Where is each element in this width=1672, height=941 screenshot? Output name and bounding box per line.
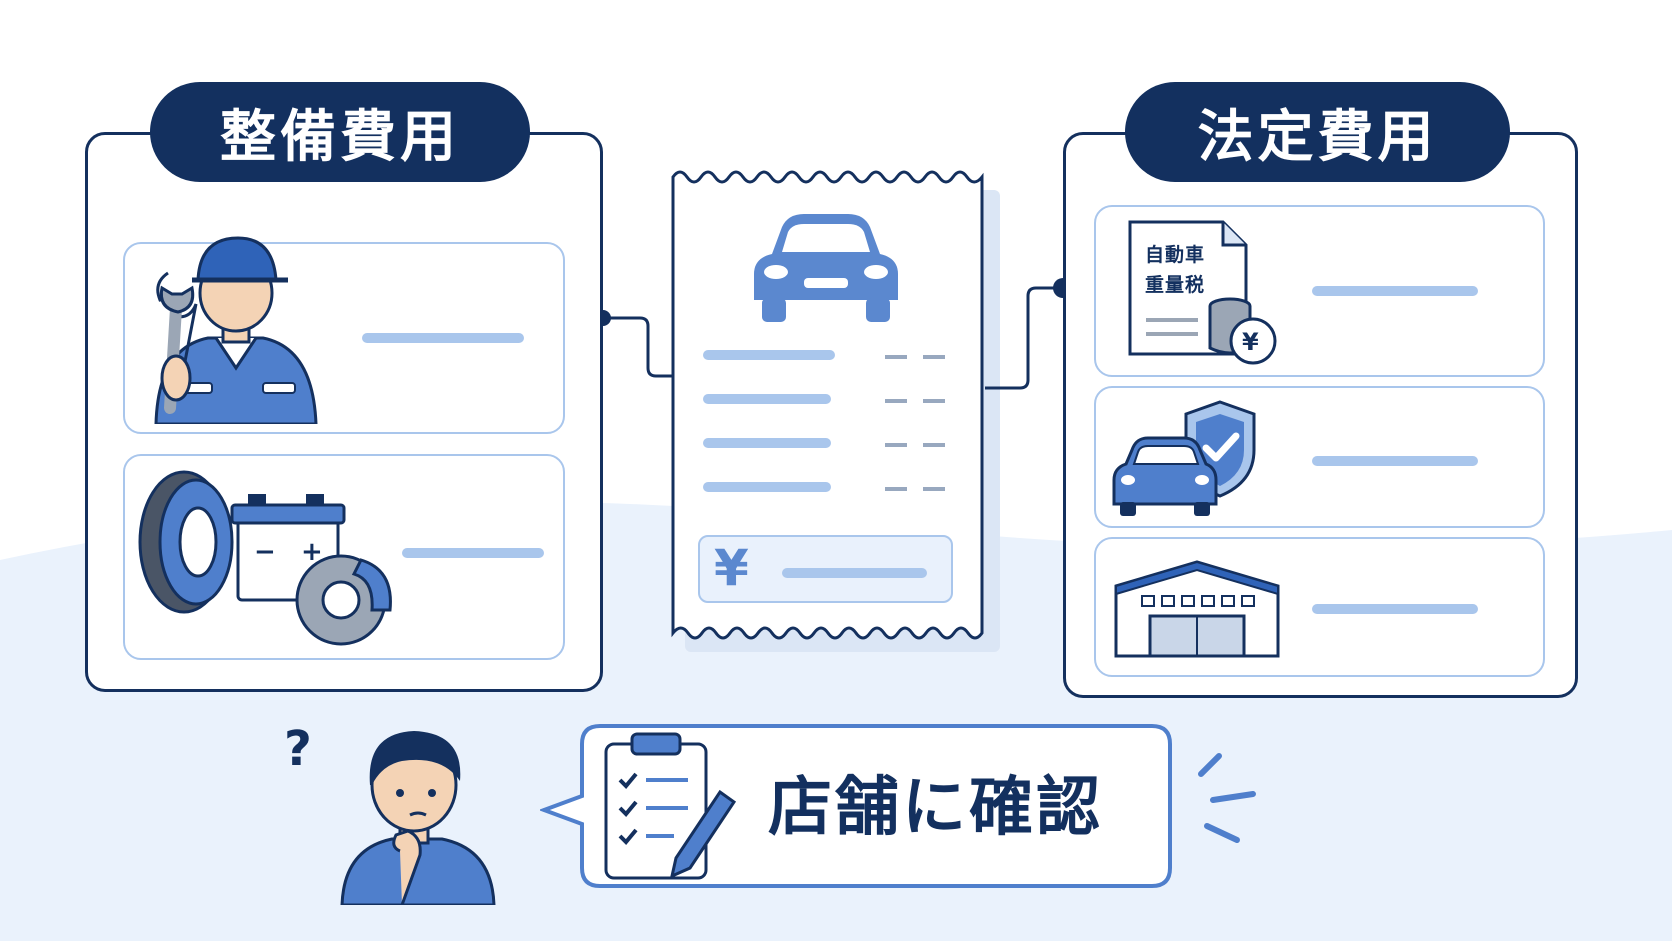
maintenance-item-labor-bar [362,333,524,343]
legal-item-tax-bar [1312,286,1478,296]
receipt-amount-3 [885,443,945,447]
tax-document-label: 自動車重量税 [1145,244,1206,296]
svg-text:−: − [254,537,276,567]
receipt-line-2 [703,394,831,404]
receipt-line-4 [703,482,831,492]
receipt-amount-2 [885,399,945,403]
car-icon [754,214,898,322]
receipt-amount-4 [885,487,945,491]
receipt-total-bar [782,568,927,578]
insured-car-icon [1112,400,1256,516]
mechanic-icon [154,236,318,424]
legal-cost-title: 法定費用 [1125,82,1510,182]
maintenance-item-parts-bar [402,548,544,558]
emphasis-lines-icon [1198,753,1256,843]
receipt-amount-1 [885,355,945,359]
yen-icon: ¥ [714,539,749,597]
legal-item-insurance-bar [1312,456,1478,466]
svg-text:¥: ¥ [1242,328,1259,356]
receipt-line-3 [703,438,831,448]
svg-text:+: + [301,537,323,567]
speech-bubble-text: 店舗に確認 [768,771,1103,845]
tax-document-icon: ¥ [1128,220,1277,365]
garage-icon [1114,560,1280,658]
thinking-person-icon: ? [284,721,496,905]
clipboard-checklist-icon [604,732,737,880]
receipt [671,170,984,640]
car-parts-icon: − + [138,470,392,646]
receipt-line-1 [703,350,835,360]
svg-text:?: ? [284,721,312,777]
legal-item-facility-bar [1312,604,1478,614]
maintenance-cost-title: 整備費用 [150,82,530,182]
